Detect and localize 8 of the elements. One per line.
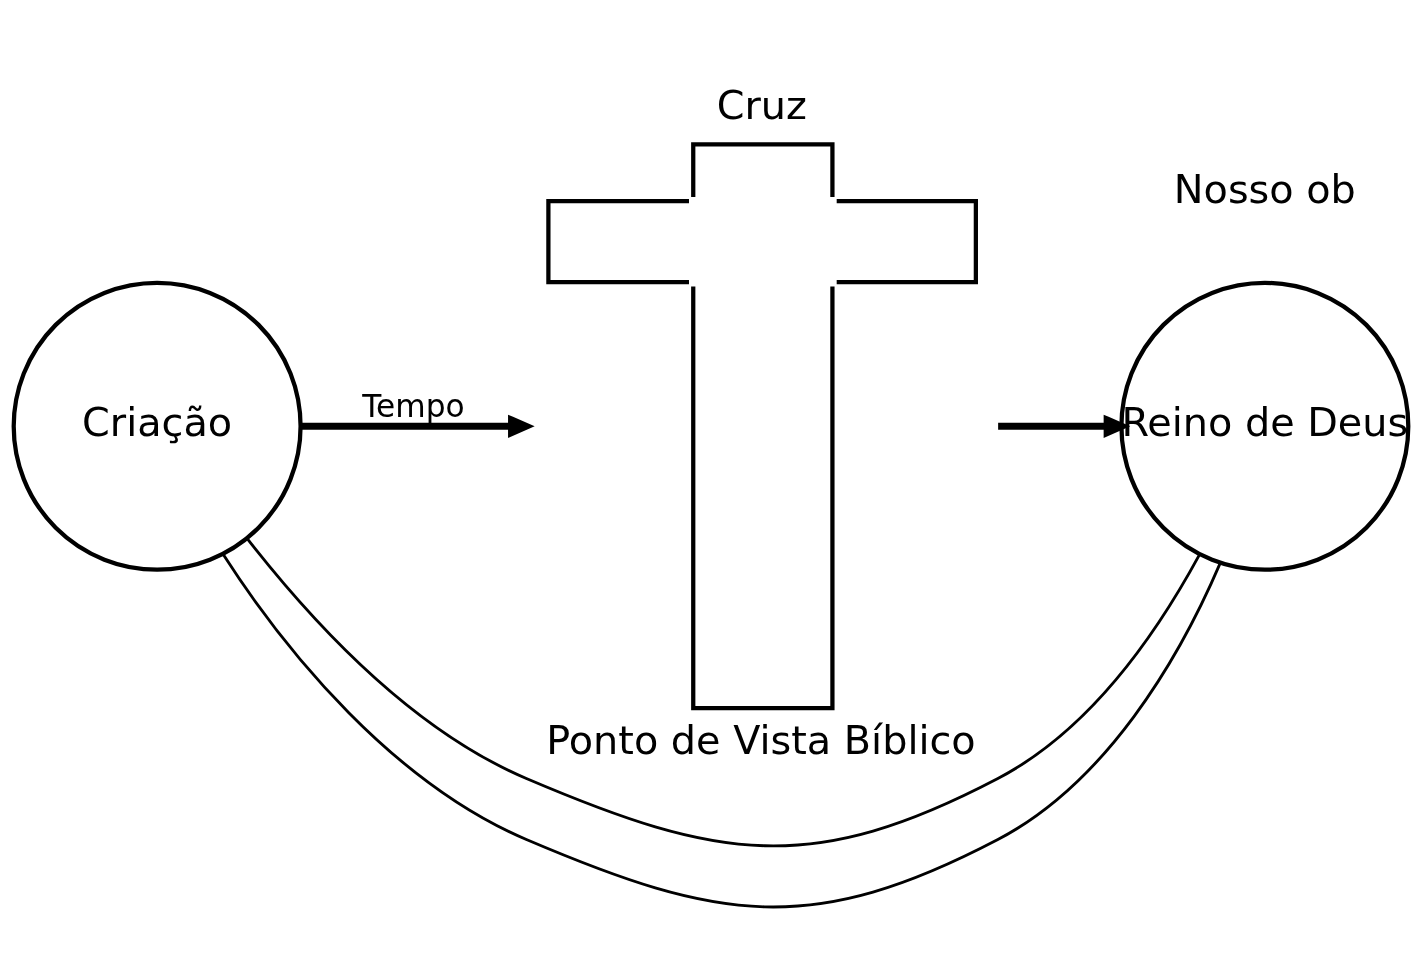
edge-label: Tempo — [362, 388, 465, 425]
connector — [221, 553, 1222, 909]
node-text: Cruz Ponto de Vista Bíblico — [546, 81, 976, 763]
connector — [245, 537, 1201, 847]
node-circle: Criação — [11, 280, 303, 572]
label: Nosso ob — [1173, 166, 1356, 213]
node-circle: Reino de Deus — [1119, 280, 1411, 572]
arrow — [300, 414, 535, 438]
